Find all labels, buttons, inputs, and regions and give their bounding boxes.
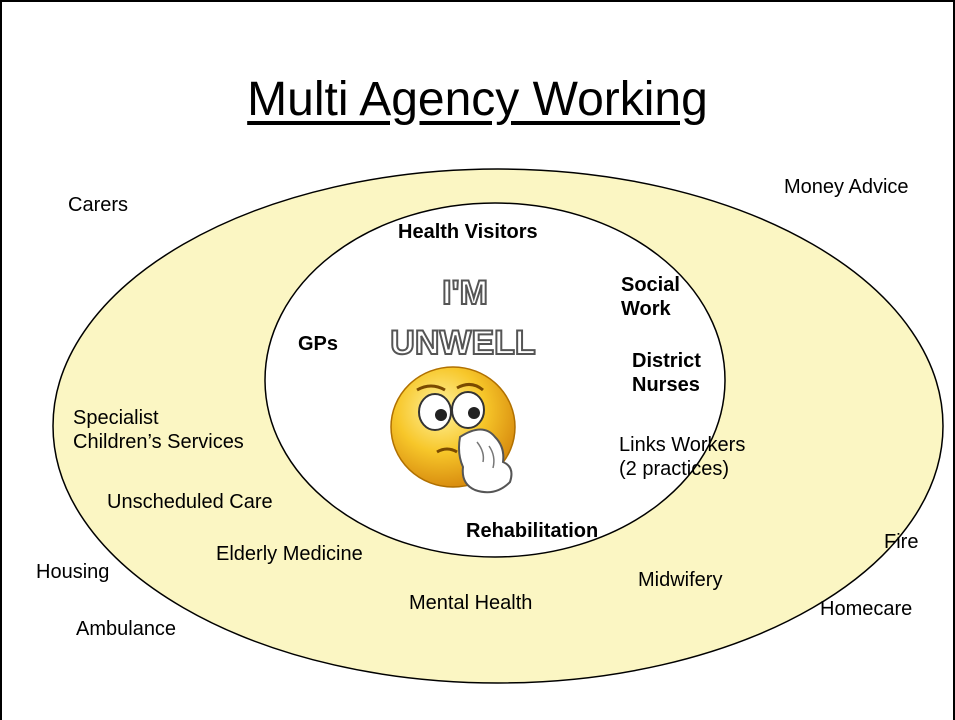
label-ambulance: Ambulance — [76, 618, 177, 640]
label-district-nurses: District Nurses — [632, 350, 701, 396]
unwell-emoticon-icon: I'M UNWELL — [389, 273, 537, 494]
label-money-advice: Money Advice — [784, 176, 909, 198]
label-links-workers: Links Workers (2 practices) — [619, 434, 746, 480]
label-rehabilitation: Rehabilitation — [466, 520, 599, 542]
label-mental-health: Mental Health — [409, 592, 533, 614]
label-fire: Fire — [884, 531, 919, 553]
page-title: Multi Agency Working — [247, 73, 708, 126]
emoticon-caption-line1: I'M — [442, 274, 488, 312]
emoticon-caption-line2: UNWELL — [390, 324, 535, 362]
inner-ellipse — [264, 202, 726, 558]
label-social-work: Social Work — [621, 274, 680, 320]
label-elderly-medicine: Elderly Medicine — [216, 543, 363, 565]
label-housing: Housing — [36, 561, 110, 583]
label-homecare: Homecare — [820, 598, 913, 620]
label-unscheduled-care: Unscheduled Care — [107, 491, 273, 513]
label-gps: GPs — [298, 333, 339, 355]
label-health-visitors: Health Visitors — [398, 221, 538, 243]
label-midwifery: Midwifery — [638, 569, 723, 591]
label-specialist-childrens-services: Specialist Children’s Services — [73, 407, 244, 453]
label-carers: Carers — [68, 194, 129, 216]
